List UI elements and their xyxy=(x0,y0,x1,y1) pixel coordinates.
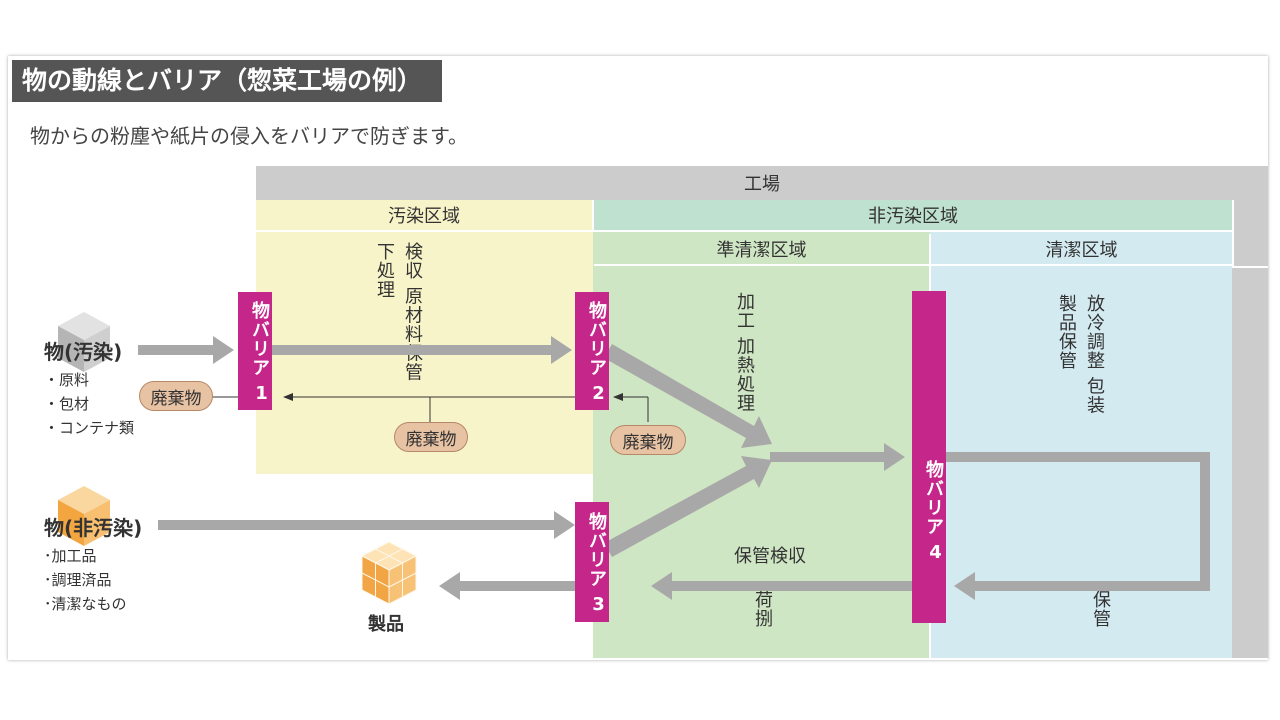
non-contaminated-header: 非汚染区域 xyxy=(594,200,1232,232)
input-noncontaminated-label: 物(非汚染) xyxy=(44,516,143,540)
clean-header: 清潔区域 xyxy=(931,234,1232,266)
process-label-semi-clean: 加工 加熱処理 xyxy=(730,292,758,422)
list-item: ・原料 xyxy=(44,371,90,389)
arrow-clean-loop xyxy=(946,452,1210,600)
process-raw-storage: 原材料保管 xyxy=(402,286,423,382)
stacked-boxes-icon xyxy=(360,541,418,605)
subtitle: 物からの粉塵や紙片の侵入をバリアで防ぎます。 xyxy=(30,124,468,148)
process-label-clean: 放冷調整 包装 製品保管 xyxy=(1052,294,1108,424)
input-contaminated-list: ・原料 ・包材 ・コンテナ類 xyxy=(44,368,134,440)
input-contaminated-label: 物(汚染) xyxy=(44,340,123,364)
process-label-contaminated: 検収 原材料保管 下処理 xyxy=(370,242,426,392)
arrow-barrier1-to-barrier2 xyxy=(272,336,572,364)
semi-clean-header: 準清潔区域 xyxy=(594,234,929,266)
process-cooling: 放冷調整 xyxy=(1084,294,1105,370)
arrow-merge-to-barrier4 xyxy=(770,443,905,471)
process-prep: 下処理 xyxy=(374,242,395,299)
header-divider xyxy=(592,200,594,232)
waste-pill-center: 廃棄物 xyxy=(394,422,468,452)
unloading-label: 荷捌 xyxy=(752,590,773,628)
list-item: ・包材 xyxy=(44,395,90,413)
waste-pill-right: 廃棄物 xyxy=(610,425,686,455)
process-heating: 加熱処理 xyxy=(734,336,755,413)
input-noncontaminated-list: ･加工品 ･調理済品 ･清潔なもの xyxy=(44,544,127,616)
process-packing: 包装 xyxy=(1084,376,1105,415)
arrow-barrier2-to-merge xyxy=(604,344,772,448)
arrow-input-to-barrier1 xyxy=(138,336,234,364)
waste-pill-left: 廃棄物 xyxy=(139,381,213,411)
storage-inspection-label: 保管検収 xyxy=(734,546,806,567)
header-divider xyxy=(1232,266,1268,268)
list-item: ･加工品 xyxy=(44,547,97,565)
orange-cube-icon xyxy=(58,486,110,546)
list-item: ･清潔なもの xyxy=(44,595,127,613)
arrow-noncontam-to-barrier3 xyxy=(158,511,575,539)
arrow-barrier4-to-storage xyxy=(651,572,912,600)
arrow-barrier3-to-merge xyxy=(604,456,772,557)
process-inspection: 検収 xyxy=(402,242,423,280)
arrow-barrier3-to-product xyxy=(439,572,575,600)
process-product-storage: 製品保管 xyxy=(1056,294,1077,370)
product-label: 製品 xyxy=(368,614,404,635)
diagram-card: 物の動線とバリア（惣菜工場の例） 物からの粉塵や紙片の侵入をバリアで防ぎます。 … xyxy=(8,56,1268,660)
list-item: ・コンテナ類 xyxy=(44,419,135,437)
list-item: ･調理済品 xyxy=(44,571,112,589)
gray-cube-icon xyxy=(58,312,110,372)
contaminated-header: 汚染区域 xyxy=(256,200,592,232)
page-title: 物の動線とバリア（惣菜工場の例） xyxy=(12,60,442,102)
factory-header: 工場 xyxy=(256,166,1268,200)
storage-label: 保管 xyxy=(1090,590,1111,628)
process-processing: 加工 xyxy=(734,292,755,330)
header-divider xyxy=(1232,200,1234,266)
factory-right-wall xyxy=(1232,200,1268,658)
flow-arrows xyxy=(138,336,1210,600)
